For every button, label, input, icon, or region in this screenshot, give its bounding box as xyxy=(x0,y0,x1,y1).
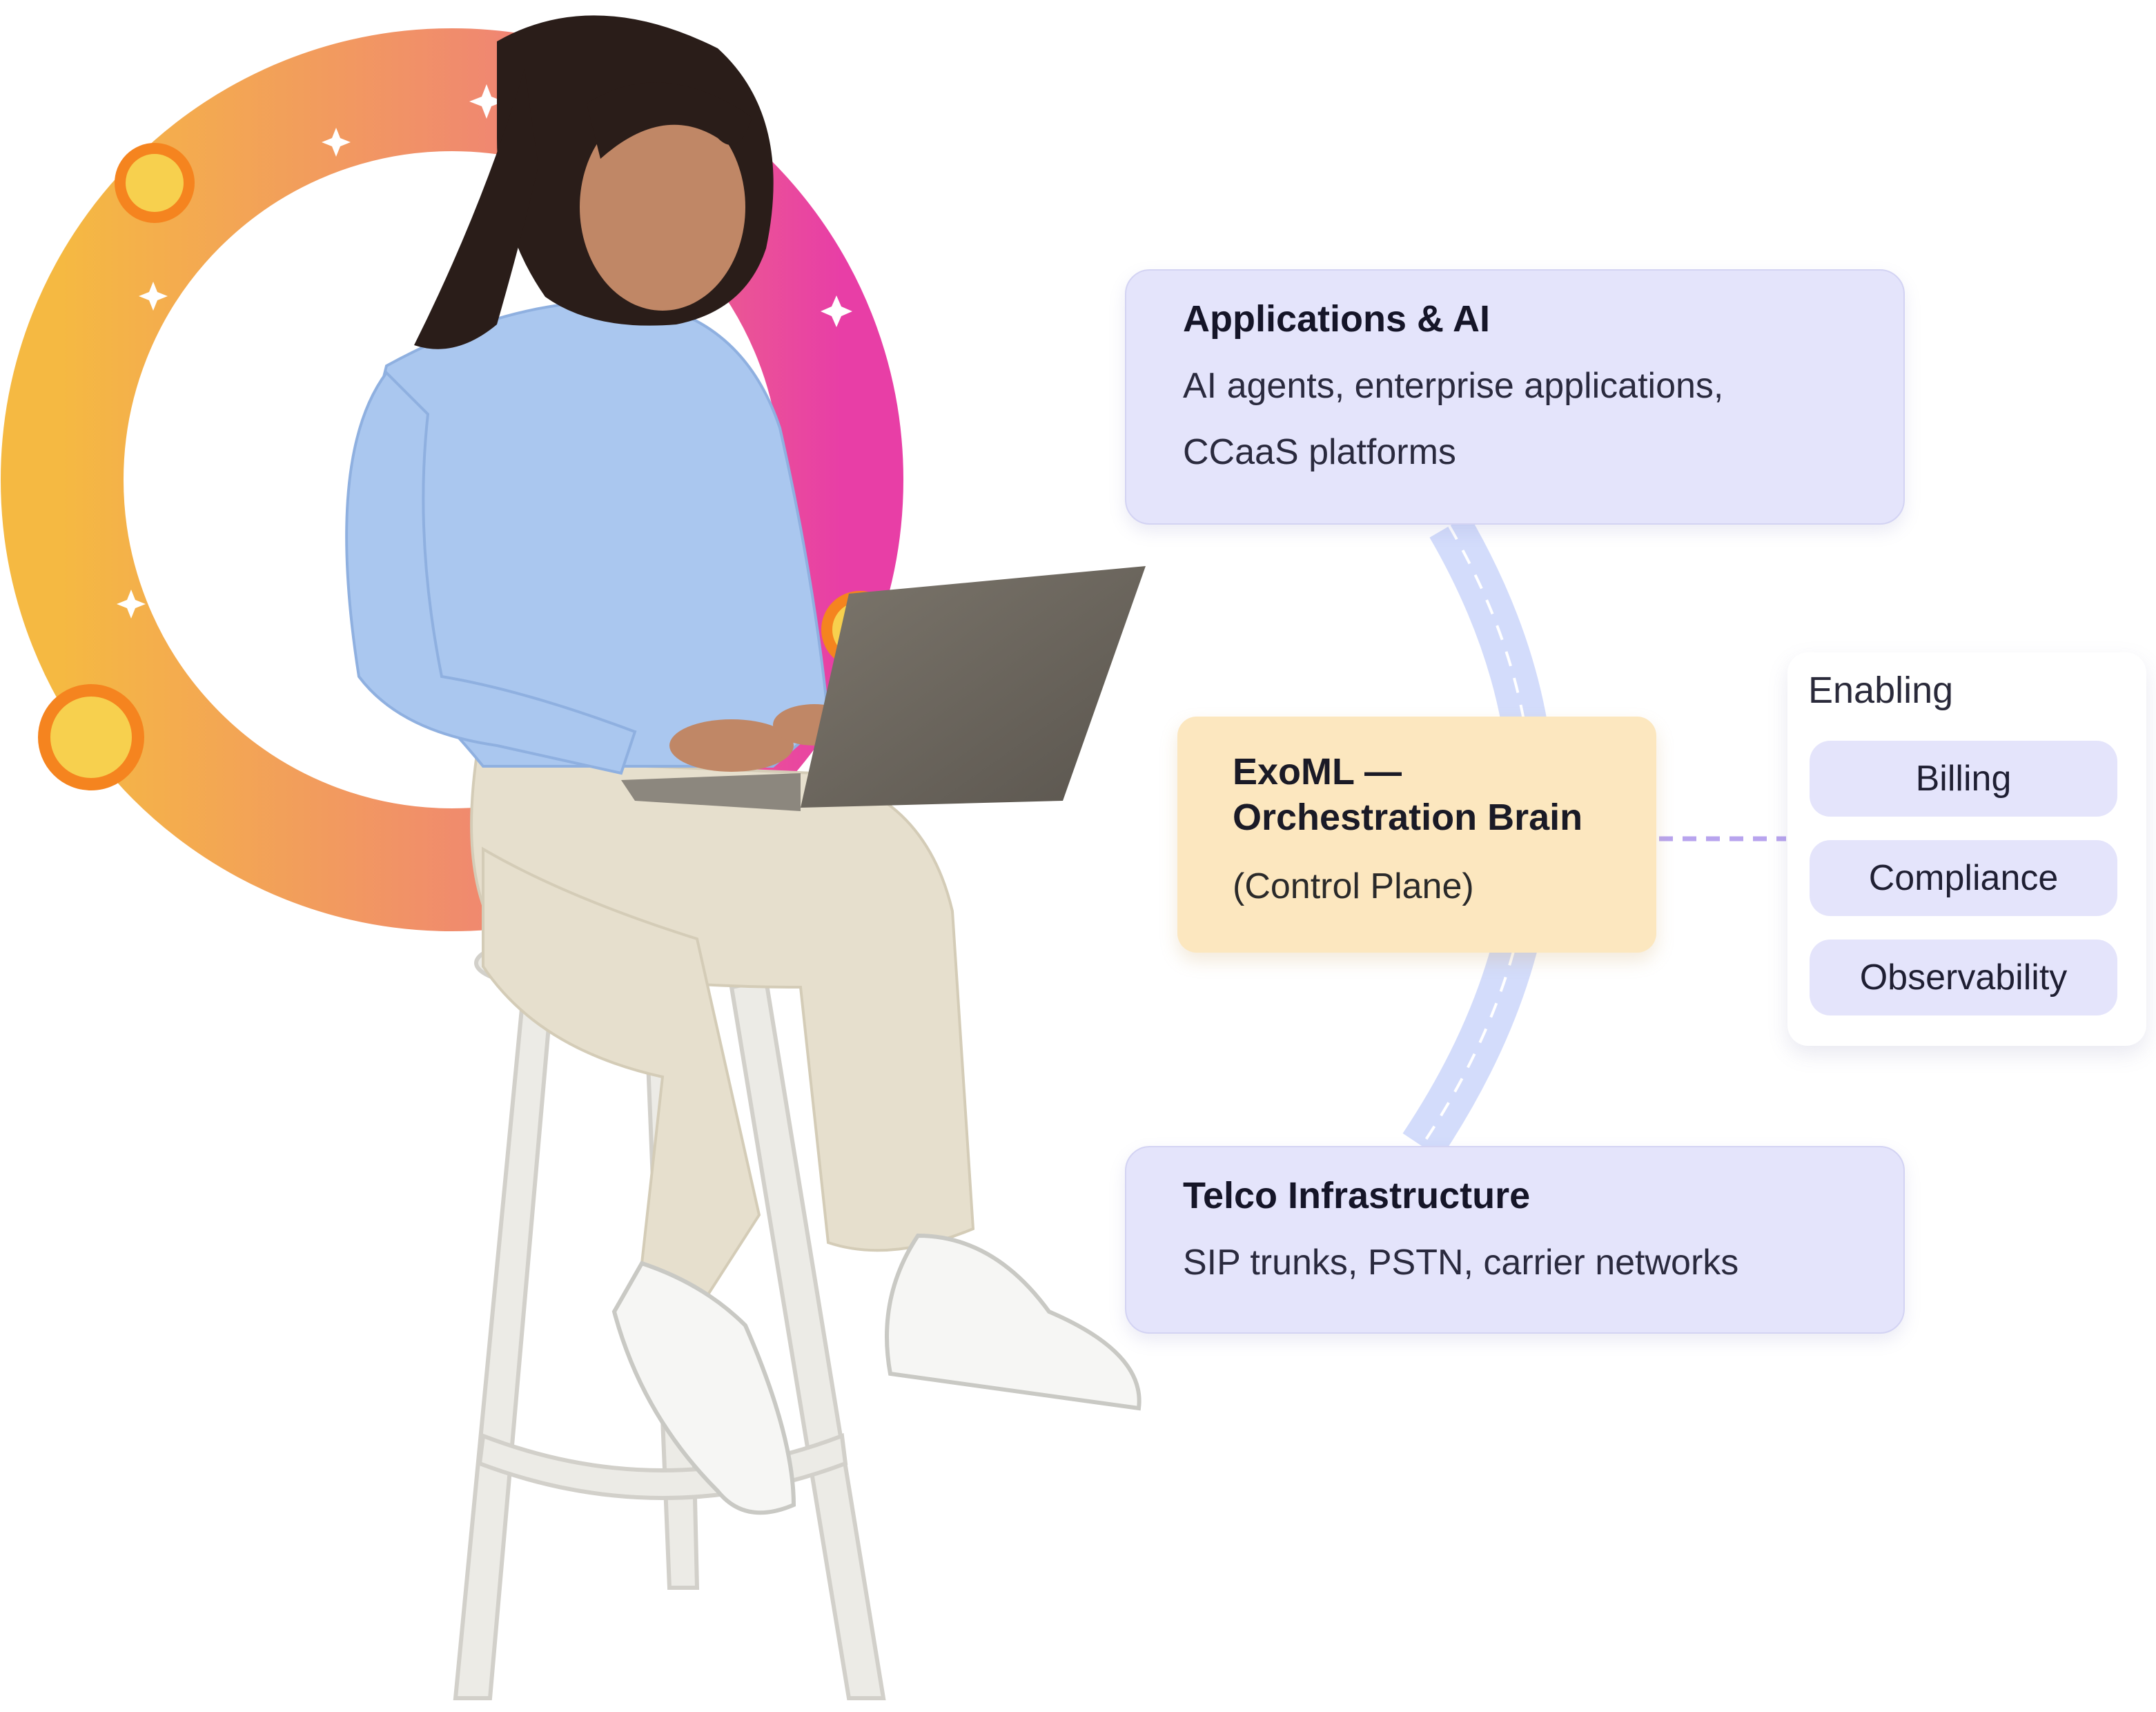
applications-ai-description: AI agents, enterprise applications, CCaa… xyxy=(1183,353,1903,485)
orb-bottom-left xyxy=(38,684,144,790)
sparkle-icon xyxy=(469,84,504,119)
applications-ai-description-line: AI agents, enterprise applications, xyxy=(1183,365,1724,406)
telco-infrastructure-description: SIP trunks, PSTN, carrier networks xyxy=(1183,1242,1739,1283)
enabling-panel: Enabling Billing Compliance Observabilit… xyxy=(1787,652,2146,1046)
exoml-title-line: Orchestration Brain xyxy=(1233,796,1583,838)
enabling-item-compliance: Compliance xyxy=(1810,840,2117,916)
exoml-title: ExoML — Orchestration Brain xyxy=(1233,750,1656,841)
shirt xyxy=(345,300,830,775)
enabling-item-billing: Billing xyxy=(1810,741,2117,817)
sparkle-icon xyxy=(117,590,146,619)
applications-ai-card: Applications & AI AI agents, enterprise … xyxy=(1125,269,1905,525)
telco-infrastructure-title: Telco Infrastructure xyxy=(1183,1175,1531,1216)
shoes xyxy=(611,1233,1141,1515)
gradient-ring xyxy=(1,28,903,931)
sparkles xyxy=(117,84,852,619)
exoml-title-line: ExoML — xyxy=(1233,751,1402,792)
enabling-item-observability: Observability xyxy=(1810,940,2117,1015)
sparkle-icon xyxy=(139,282,168,311)
applications-ai-title: Applications & AI xyxy=(1183,298,1491,340)
applications-ai-description-line: CCaaS platforms xyxy=(1183,431,1456,472)
sparkle-icon xyxy=(322,128,351,157)
telco-infrastructure-card: Telco Infrastructure SIP trunks, PSTN, c… xyxy=(1125,1146,1905,1334)
connector-arc-dashes xyxy=(1420,525,1534,1147)
exoml-subtitle: (Control Plane) xyxy=(1233,866,1474,906)
enabling-label: Enabling xyxy=(1808,670,1954,711)
laptop xyxy=(621,566,1146,811)
exoml-orchestration-card: ExoML — Orchestration Brain (Control Pla… xyxy=(1177,717,1656,953)
sparkle-icon xyxy=(821,295,852,327)
orb-top-left xyxy=(115,143,195,223)
head xyxy=(414,15,774,349)
trousers xyxy=(470,757,975,1314)
